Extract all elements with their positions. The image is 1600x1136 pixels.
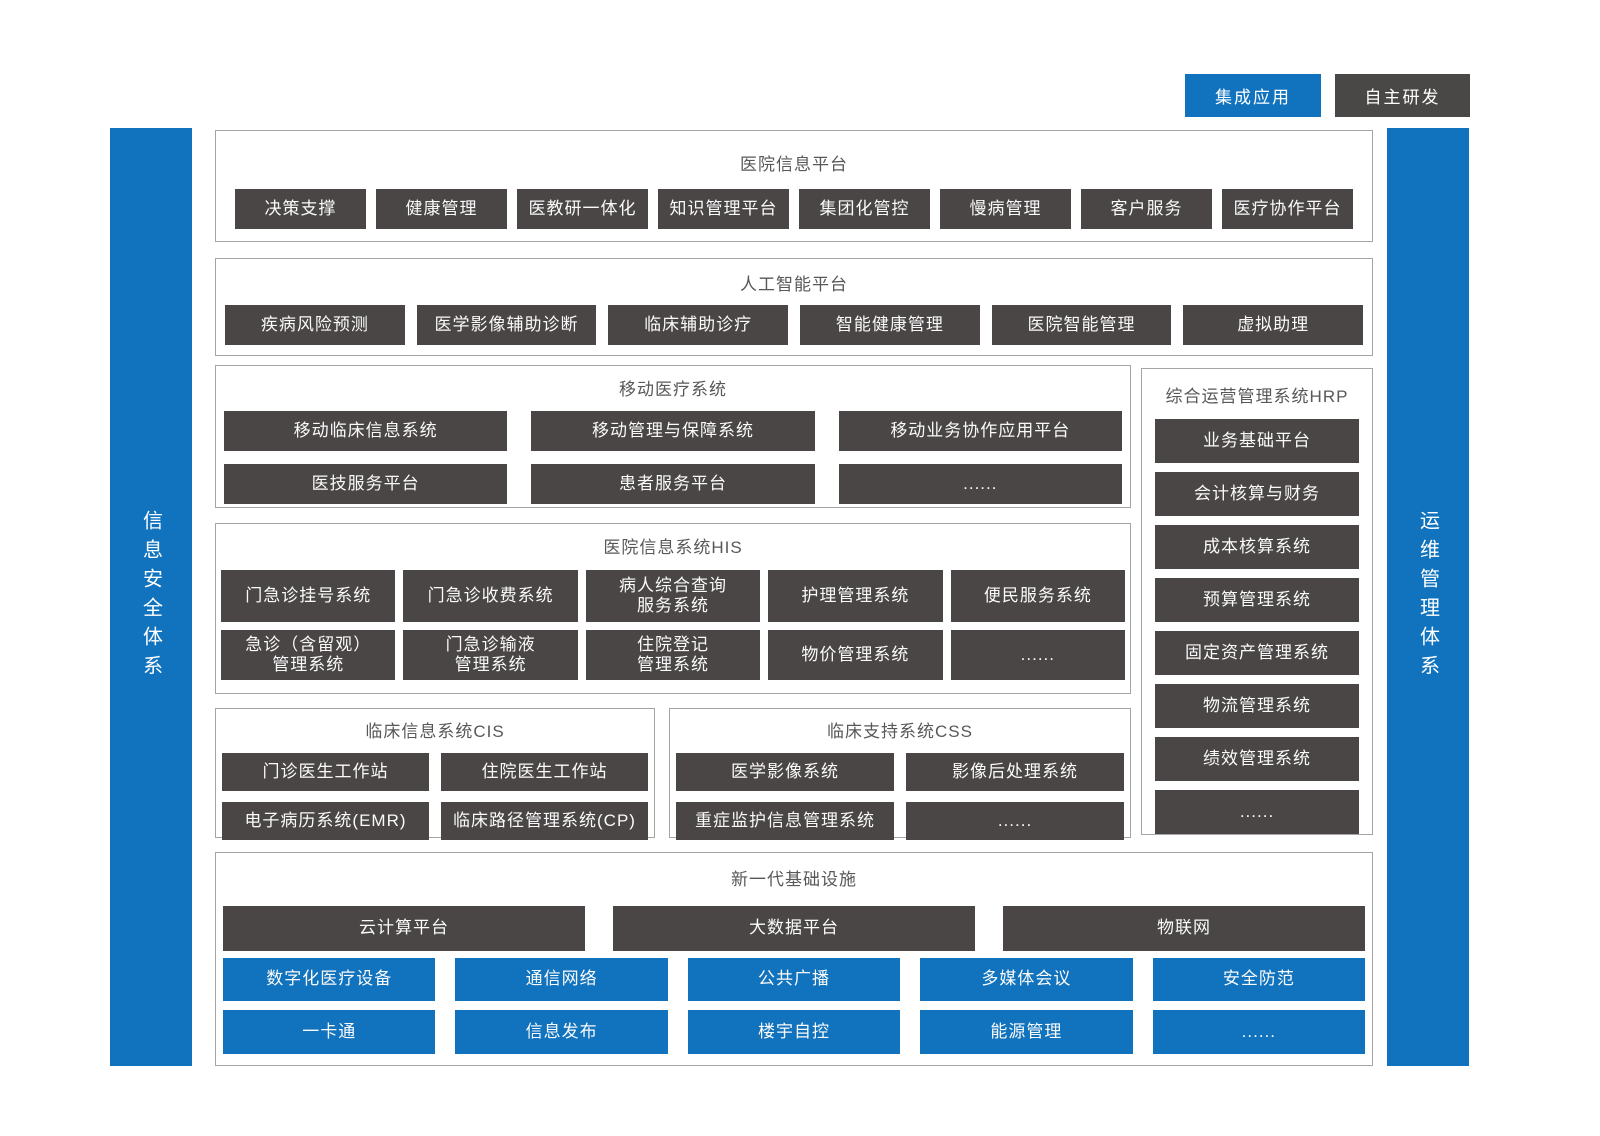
section-cis-system: 临床信息系统CIS 门诊医生工作站 住院医生工作站 电子病历系统(EMR) 临床… xyxy=(215,708,655,840)
section-hrp-system: 综合运营管理系统HRP 业务基础平台 会计核算与财务 成本核算系统 预算管理系统… xyxy=(1141,368,1373,835)
section-title: 新一代基础设施 xyxy=(731,870,857,889)
mobile-item: 移动业务协作应用平台 xyxy=(838,411,1122,451)
left-bar-label: 信息安全体系 xyxy=(139,510,162,684)
infra-blue-row: 数字化医疗设备 通信网络 公共广播 多媒体会议 安全防范 xyxy=(216,958,1372,1001)
css-items-row: 重症监护信息管理系统 ...... xyxy=(670,802,1130,840)
infra-blue-row: 一卡通 信息发布 楼宇自控 能源管理 ...... xyxy=(216,1010,1372,1054)
section-title: 综合运营管理系统HRP xyxy=(1165,387,1349,406)
infra-item: ...... xyxy=(1152,1010,1366,1054)
cis-item: 住院医生工作站 xyxy=(441,753,648,791)
section-title: 医院信息平台 xyxy=(740,155,848,174)
section-title: 人工智能平台 xyxy=(740,275,848,294)
section-title: 临床支持系统CSS xyxy=(827,722,973,741)
hrp-item: 预算管理系统 xyxy=(1155,578,1359,622)
ai-items-row: 疾病风险预测 医学影像辅助诊断 临床辅助诊疗 智能健康管理 医院智能管理 虚拟助… xyxy=(216,305,1372,345)
infra-item: 多媒体会议 xyxy=(920,958,1133,1001)
platform-item: 医教研一体化 xyxy=(517,189,648,229)
section-css-system: 临床支持系统CSS 医学影像系统 影像后处理系统 重症监护信息管理系统 ....… xyxy=(669,708,1131,840)
hrp-item: 固定资产管理系统 xyxy=(1155,631,1359,675)
mobile-item: 移动临床信息系统 xyxy=(224,411,508,451)
ai-item: 医院智能管理 xyxy=(991,305,1172,345)
section-mobile-medical-system: 移动医疗系统 移动临床信息系统 移动管理与保障系统 移动业务协作应用平台 医技服… xyxy=(215,365,1131,508)
ai-item: 临床辅助诊疗 xyxy=(608,305,789,345)
infra-item: 物联网 xyxy=(1003,906,1365,951)
section-his-system: 医院信息系统HIS 门急诊挂号系统 门急诊收费系统 病人综合查询 服务系统 护理… xyxy=(215,523,1131,694)
platform-item: 医疗协作平台 xyxy=(1222,189,1353,229)
his-item: 物价管理系统 xyxy=(768,630,943,680)
cis-item: 临床路径管理系统(CP) xyxy=(441,802,648,840)
infra-item: 一卡通 xyxy=(223,1010,436,1054)
mobile-items-row: 移动临床信息系统 移动管理与保障系统 移动业务协作应用平台 xyxy=(216,411,1130,451)
platform-item: 知识管理平台 xyxy=(658,189,789,229)
his-item: 便民服务系统 xyxy=(950,570,1126,622)
section-title: 临床信息系统CIS xyxy=(365,722,505,741)
cis-item: 门诊医生工作站 xyxy=(222,753,429,791)
infra-item: 通信网络 xyxy=(455,958,668,1001)
infra-item: 数字化医疗设备 xyxy=(223,958,436,1001)
mobile-items-row: 医技服务平台 患者服务平台 ...... xyxy=(216,464,1130,504)
ai-item: 疾病风险预测 xyxy=(225,305,405,345)
infra-dark-row: 云计算平台 大数据平台 物联网 xyxy=(216,906,1372,951)
his-items-row: 急诊（含留观） 管理系统 门急诊输液 管理系统 住院登记 管理系统 物价管理系统… xyxy=(216,630,1130,680)
his-item: 急诊（含留观） 管理系统 xyxy=(221,630,396,680)
ai-item: 医学影像辅助诊断 xyxy=(416,305,597,345)
section-new-gen-infrastructure: 新一代基础设施 云计算平台 大数据平台 物联网 数字化医疗设备 通信网络 公共广… xyxy=(215,852,1373,1066)
legend-self-developed: 自主研发 xyxy=(1335,74,1470,117)
hrp-item: 物流管理系统 xyxy=(1155,684,1359,728)
his-item: 护理管理系统 xyxy=(768,570,943,622)
legend-integrated-app: 集成应用 xyxy=(1185,74,1321,117)
css-item: 医学影像系统 xyxy=(676,753,894,791)
cis-items-row: 门诊医生工作站 住院医生工作站 xyxy=(216,753,654,791)
mobile-item: 移动管理与保障系统 xyxy=(531,411,815,451)
infra-item: 能源管理 xyxy=(920,1010,1133,1054)
his-item: 门急诊收费系统 xyxy=(403,570,578,622)
his-items-row: 门急诊挂号系统 门急诊收费系统 病人综合查询 服务系统 护理管理系统 便民服务系… xyxy=(216,570,1130,622)
css-item: 重症监护信息管理系统 xyxy=(676,802,894,840)
platform-item: 集团化管控 xyxy=(799,189,930,229)
platform-item: 慢病管理 xyxy=(940,189,1071,229)
mobile-item: 患者服务平台 xyxy=(531,464,815,504)
his-item: 住院登记 管理系统 xyxy=(585,630,761,680)
mobile-item: 医技服务平台 xyxy=(224,464,508,504)
hrp-item: 成本核算系统 xyxy=(1155,525,1359,569)
infra-item: 公共广播 xyxy=(687,958,901,1001)
css-items-row: 医学影像系统 影像后处理系统 xyxy=(670,753,1130,791)
right-bar-ops-management-system: 运维管理体系 xyxy=(1387,128,1469,1066)
hrp-item: 绩效管理系统 xyxy=(1155,737,1359,781)
section-hospital-info-platform: 医院信息平台 决策支撑 健康管理 医教研一体化 知识管理平台 集团化管控 慢病管… xyxy=(215,130,1373,242)
his-item: 门急诊输液 管理系统 xyxy=(403,630,578,680)
his-item: 门急诊挂号系统 xyxy=(221,570,396,622)
infra-item: 楼宇自控 xyxy=(687,1010,901,1054)
section-ai-platform: 人工智能平台 疾病风险预测 医学影像辅助诊断 临床辅助诊疗 智能健康管理 医院智… xyxy=(215,258,1373,356)
his-item: ...... xyxy=(950,630,1126,680)
infra-item: 大数据平台 xyxy=(613,906,975,951)
infra-item: 云计算平台 xyxy=(223,906,585,951)
his-item: 病人综合查询 服务系统 xyxy=(585,570,761,622)
cis-items-row: 电子病历系统(EMR) 临床路径管理系统(CP) xyxy=(216,802,654,840)
platform-items-row: 决策支撑 健康管理 医教研一体化 知识管理平台 集团化管控 慢病管理 客户服务 … xyxy=(216,189,1372,229)
hrp-item: 业务基础平台 xyxy=(1155,419,1359,463)
section-title: 医院信息系统HIS xyxy=(603,538,743,557)
infra-item: 安全防范 xyxy=(1152,958,1366,1001)
hrp-item: ...... xyxy=(1155,790,1359,834)
ai-item: 虚拟助理 xyxy=(1183,305,1364,345)
section-title: 移动医疗系统 xyxy=(619,380,727,399)
platform-item: 健康管理 xyxy=(376,189,507,229)
mobile-item: ...... xyxy=(838,464,1122,504)
right-bar-label: 运维管理体系 xyxy=(1416,510,1439,684)
cis-item: 电子病历系统(EMR) xyxy=(222,802,429,840)
css-item: ...... xyxy=(906,802,1124,840)
hrp-items-column: 业务基础平台 会计核算与财务 成本核算系统 预算管理系统 固定资产管理系统 物流… xyxy=(1142,419,1372,834)
platform-item: 决策支撑 xyxy=(235,189,366,229)
hrp-item: 会计核算与财务 xyxy=(1155,472,1359,516)
left-bar-info-security-system: 信息安全体系 xyxy=(110,128,192,1066)
css-item: 影像后处理系统 xyxy=(906,753,1124,791)
infra-item: 信息发布 xyxy=(455,1010,668,1054)
platform-item: 客户服务 xyxy=(1081,189,1212,229)
ai-item: 智能健康管理 xyxy=(800,305,980,345)
